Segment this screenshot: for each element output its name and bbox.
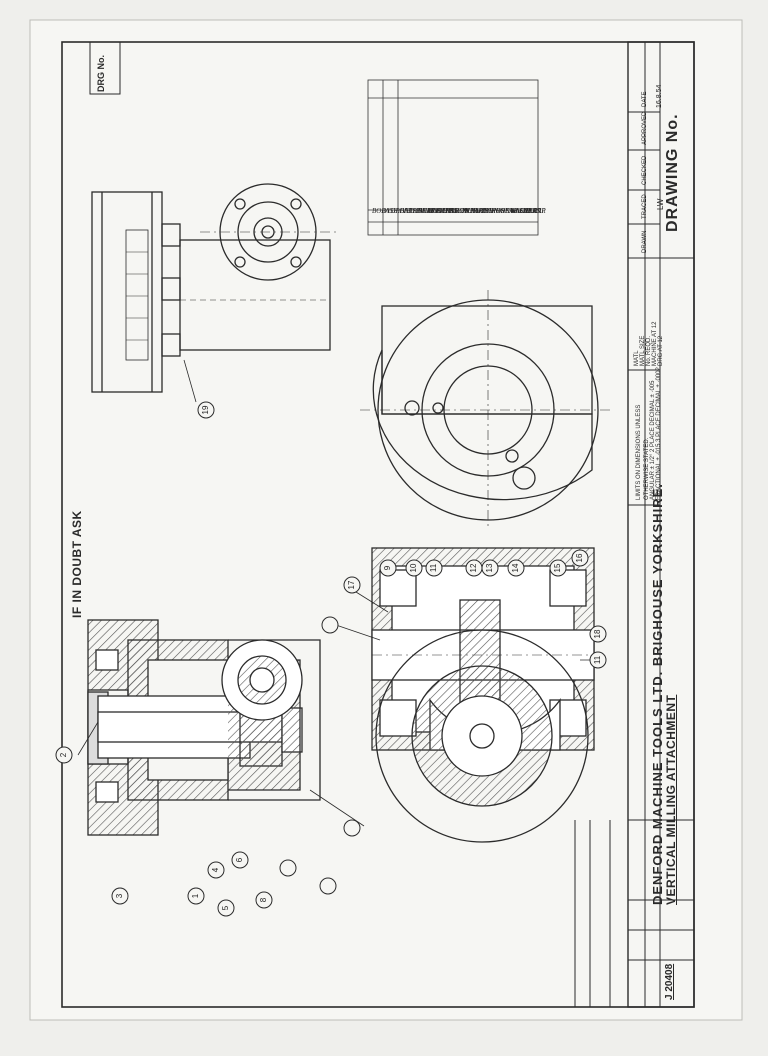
parts-list-row: HEXAGON NUTS bbox=[436, 207, 488, 215]
approved-label: APPROVED bbox=[642, 111, 648, 145]
balloon-number: 8 bbox=[259, 897, 268, 903]
parts-list-table bbox=[367, 79, 539, 236]
parts-list-row: REAR COLLAR bbox=[500, 207, 546, 215]
drawing-title: VERTICAL MILLING ATTACHMENT bbox=[664, 694, 678, 905]
parts-list-row: THRUST CAPS bbox=[408, 207, 453, 215]
balloon-number: 16 bbox=[575, 553, 584, 563]
view-section-left bbox=[87, 619, 321, 836]
note-if-in-doubt: IF IN DOUBT ASK bbox=[70, 510, 84, 618]
parts-list-row: BEARINGS 36 BTYP. 2E bbox=[399, 207, 470, 215]
balloon-number: 5 bbox=[221, 905, 230, 911]
balloon-number: 6 bbox=[235, 857, 244, 863]
traced-label: TRACED bbox=[642, 194, 648, 219]
balloon-number: 14 bbox=[511, 563, 520, 573]
balloon-number: 3 bbox=[115, 893, 124, 899]
parts-list-row: WASHERS bbox=[427, 207, 458, 215]
balloon-number: 9 bbox=[383, 565, 392, 571]
drawn-label: DRAWN bbox=[642, 230, 648, 253]
balloon-number: 2 bbox=[59, 752, 68, 758]
parts-list-row: DRIVEN GEAR bbox=[473, 207, 518, 215]
balloon-number: 13 bbox=[485, 563, 494, 573]
balloons bbox=[55, 401, 607, 917]
parts-list-row: ROTOR HSG bbox=[454, 207, 493, 215]
balloon-number: 11 bbox=[593, 655, 602, 665]
parts-list-row: BEARING HSG bbox=[418, 207, 463, 215]
balloon-number: 18 bbox=[593, 629, 602, 639]
date-label: DATE bbox=[642, 91, 648, 107]
parts-list-row: WEAR RING bbox=[464, 207, 501, 215]
parts-list-row: WASHER bbox=[510, 207, 537, 215]
parts-list-row: HSE. NUTS bbox=[445, 207, 480, 215]
tolerance-line-4: FRACTIONAL ± ·015 3 PLACE DECIMAL ± ·000… bbox=[656, 367, 662, 500]
balloon-number: 17 bbox=[347, 580, 356, 590]
balloon-number: 19 bbox=[201, 405, 210, 415]
parts-list-row: BODY bbox=[372, 207, 391, 215]
parts-list-row: BASE CAP bbox=[381, 207, 413, 215]
date-value: 16.8.54 bbox=[656, 84, 663, 108]
parts-list-row: DRIVE SPINDLE bbox=[390, 207, 441, 215]
checked-label: CHECKED bbox=[642, 155, 648, 185]
drawing-number-value: J 20408 bbox=[664, 963, 675, 1000]
balloon-number: 1 bbox=[191, 893, 200, 899]
view-plan-housing bbox=[91, 183, 340, 393]
tolerance-line-1: LIMITS ON DIMENSIONS UNLESS bbox=[636, 404, 642, 500]
company-name: DENFORD MACHINE TOOLS LTD. BRIGHOUSE YOR… bbox=[650, 483, 665, 905]
info-line-5: DRG AT 12 bbox=[658, 335, 664, 366]
parts-list-row: CIRCLIP bbox=[519, 207, 546, 215]
parts-list-row: FRONT COLLAR bbox=[491, 207, 542, 215]
parts-list-row: THRUST WASHERS bbox=[482, 207, 540, 215]
balloon-number: 12 bbox=[469, 563, 478, 573]
balloon-number: 11 bbox=[429, 563, 438, 573]
balloon-number: 10 bbox=[409, 563, 418, 573]
corner-drg-no-label: DRG No. bbox=[96, 55, 106, 92]
title-block bbox=[574, 41, 695, 1008]
view-end-elevation bbox=[360, 290, 610, 530]
traced-value: LW bbox=[656, 198, 665, 210]
balloon-number: 4 bbox=[211, 867, 220, 873]
drawing-number-label: DRAWING No. bbox=[664, 113, 681, 232]
balloon-number: 15 bbox=[553, 563, 562, 573]
